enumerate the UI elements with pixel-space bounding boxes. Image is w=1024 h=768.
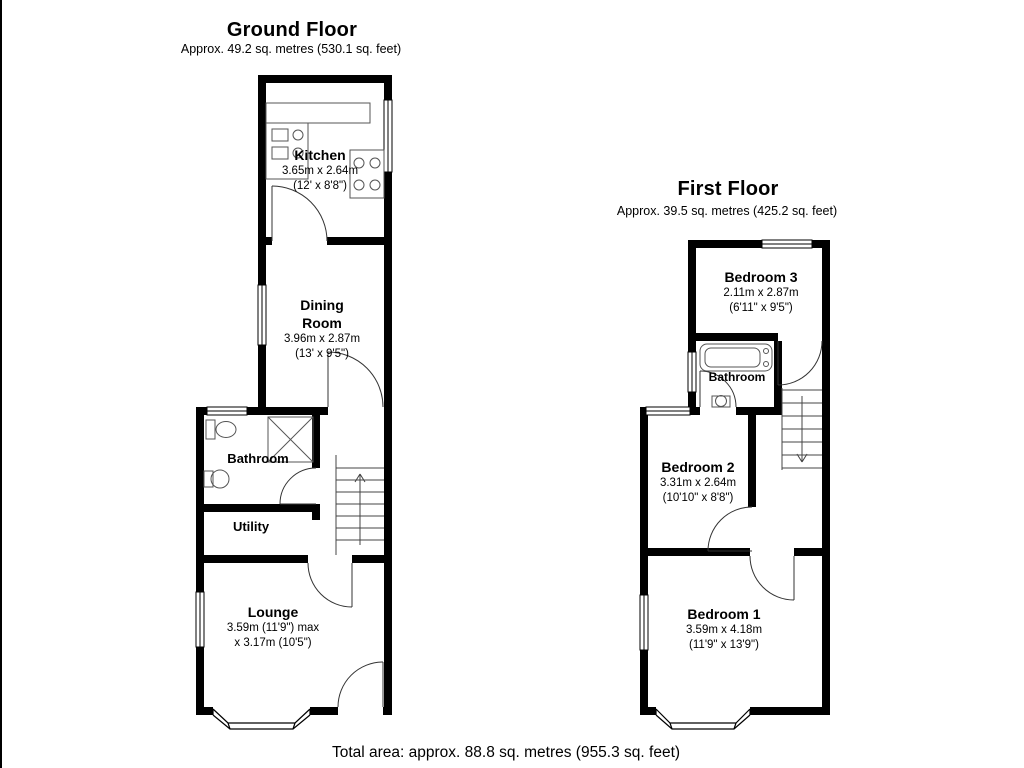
- ground-floor-title: Ground Floor: [226, 19, 358, 41]
- first-floor-subtitle: Approx. 39.5 sq. metres (425.2 sq. feet): [616, 204, 838, 218]
- gf-stairs-up-arrow: [354, 473, 366, 545]
- dining-name-line2: Room: [302, 315, 342, 331]
- kitchen-counter-icon: [265, 102, 371, 124]
- room-label-ff-bathroom: Bathroom: [708, 370, 766, 384]
- kitchen-hob-icon: [349, 149, 385, 199]
- ff-basin-icon: [711, 395, 731, 408]
- room-label-bedroom2: Bedroom 2 3.31m x 2.64m (10'10" x 8'8"): [660, 458, 736, 506]
- ff-bathroom-door-arc: [699, 370, 737, 408]
- toilet-icon: [205, 419, 237, 440]
- gf-bathroom-fixtures: [203, 416, 314, 489]
- ff-stairs-down-arrow: [796, 396, 808, 463]
- kitchen-dim-imperial: (12' x 8'8"): [293, 180, 347, 192]
- room-label-lounge: Lounge 3.59m (11'9") max x 3.17m (10'5"): [227, 603, 319, 651]
- gf-bathroom-window: [206, 406, 248, 416]
- bedroom1-door-arc: [749, 555, 795, 601]
- basin-icon: [203, 469, 230, 489]
- bedroom1-dim-metric: 3.59m x 4.18m: [685, 624, 763, 636]
- bedroom1-dim-imperial: (11'9" x 13'9"): [689, 639, 759, 651]
- bedroom2-dim-metric: 3.31m x 2.64m: [659, 477, 737, 489]
- kitchen-window: [383, 99, 393, 173]
- gf-doors: [271, 185, 384, 708]
- room-label-bedroom1: Bedroom 1 3.59m x 4.18m (11'9" x 13'9"): [686, 605, 762, 653]
- room-label-gf-bathroom: Bathroom: [227, 451, 289, 466]
- page-edge-line: [0, 0, 2, 768]
- bath-icon: [699, 343, 773, 372]
- ff-bathroom-fixtures: [699, 343, 773, 408]
- lounge-dim-imperial: x 3.17m (10'5"): [234, 637, 312, 649]
- ground-floor-plan: [195, 75, 393, 730]
- lounge-rear-door-arc: [337, 661, 384, 708]
- kitchen-dim-metric: 3.65m x 2.64m: [281, 165, 359, 177]
- bedroom3-dim-metric: 2.11m x 2.87m: [723, 287, 799, 299]
- lounge-window: [195, 591, 205, 648]
- ff-windows: [639, 239, 813, 651]
- lounge-dim-metric: 3.59m (11'9") max: [226, 622, 320, 634]
- first-floor-plan: [639, 239, 830, 730]
- kitchen-dining-door-arc: [271, 185, 328, 242]
- ground-floor-subtitle: Approx. 49.2 sq. metres (530.1 sq. feet): [180, 42, 402, 56]
- bedroom2-window: [645, 406, 691, 416]
- room-label-bedroom3: Bedroom 3 2.11m x 2.87m (6'11" x 9'5"): [723, 268, 798, 316]
- bedroom3-dim-imperial: (6'11" x 9'5"): [729, 302, 793, 314]
- dining-window: [257, 284, 267, 346]
- lounge-door-arc: [307, 562, 353, 608]
- bedroom1-name: Bedroom 1: [687, 606, 761, 622]
- ff-doors: [699, 340, 823, 601]
- dining-name-line1: Dining: [300, 297, 344, 313]
- total-area-text: Total area: approx. 88.8 sq. metres (955…: [331, 744, 681, 761]
- gf-bathroom-door-arc: [279, 467, 317, 505]
- bedroom3-name: Bedroom 3: [724, 269, 798, 285]
- bedroom1-window: [639, 594, 649, 651]
- kitchen-sink-icon: [265, 122, 309, 180]
- shower-icon: [267, 416, 314, 463]
- dining-dim-imperial: (13' x 9'5"): [295, 348, 349, 360]
- bedroom2-name: Bedroom 2: [661, 459, 735, 475]
- kitchen-fixtures: [265, 102, 385, 199]
- dining-dim-metric: 3.96m x 2.87m: [283, 333, 361, 345]
- gf-walls: [196, 75, 392, 715]
- bedroom3-window: [761, 239, 813, 249]
- ff-bathroom-window: [687, 351, 697, 393]
- room-label-utility: Utility: [232, 519, 270, 534]
- bedroom3-door-arc: [777, 340, 823, 386]
- gf-windows: [195, 99, 393, 648]
- ff-walls: [640, 240, 830, 715]
- ff-bay-window: [655, 708, 751, 730]
- kitchen-name: Kitchen: [294, 147, 346, 163]
- room-label-kitchen: Kitchen 3.65m x 2.64m (12' x 8'8"): [282, 146, 358, 194]
- first-floor-title: First Floor: [677, 178, 779, 200]
- gf-stairs: [335, 455, 384, 555]
- bedroom2-door-arc: [707, 506, 753, 552]
- lounge-name: Lounge: [247, 604, 299, 620]
- bedroom2-dim-imperial: (10'10" x 8'8"): [662, 492, 734, 504]
- dining-hall-door-arc: [327, 351, 384, 408]
- room-label-dining: Dining Room 3.96m x 2.87m (13' x 9'5"): [284, 296, 360, 362]
- gf-bay-window: [212, 708, 311, 730]
- ff-stairs: [781, 388, 822, 470]
